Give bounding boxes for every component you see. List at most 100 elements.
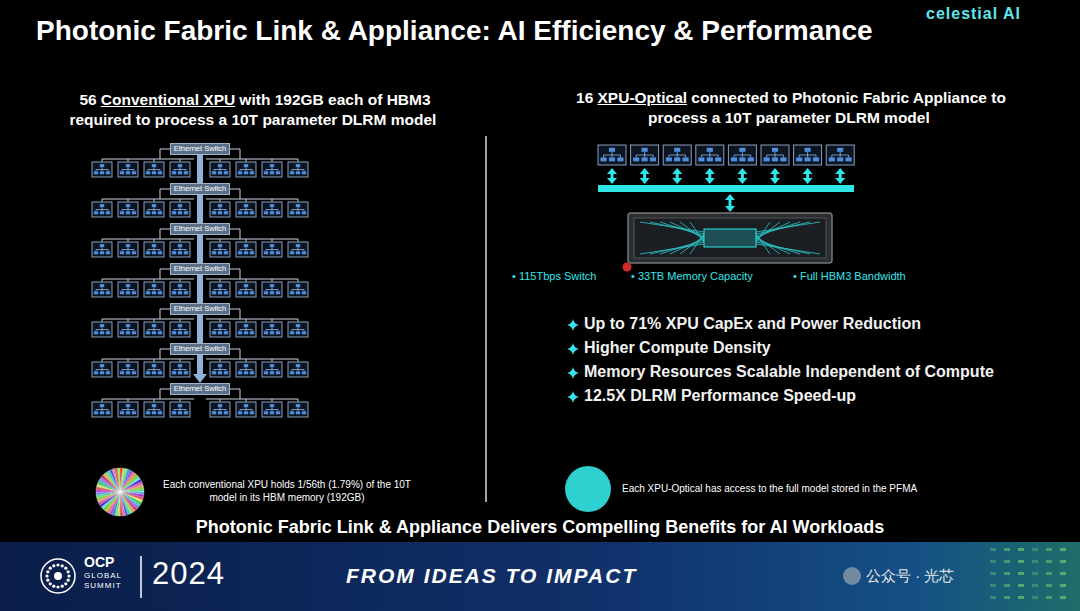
- artwork-stroke: [120, 487, 144, 492]
- artwork-stroke: [288, 202, 308, 217]
- artwork-stroke: [230, 189, 240, 190]
- switch-box: Ethernet Switch: [170, 223, 230, 235]
- backbone-arrow: [200, 275, 201, 303]
- artwork-stroke: [96, 492, 120, 497]
- artwork-stroke: [146, 251, 150, 254]
- artwork-stroke: [148, 367, 160, 371]
- artwork-stroke: [270, 291, 274, 294]
- artwork-stroke: [276, 371, 280, 374]
- artwork-stroke: [288, 402, 308, 417]
- artwork-stroke: [236, 282, 256, 297]
- artwork-stroke: [132, 331, 136, 334]
- artwork-stroke: [270, 204, 274, 207]
- artwork-stroke: [604, 152, 621, 158]
- artwork-stroke: [178, 404, 182, 407]
- artwork-stroke: [296, 404, 300, 407]
- artwork-stroke: [244, 204, 248, 207]
- artwork-stroke: [122, 367, 134, 371]
- artwork-stroke: [184, 331, 188, 334]
- artwork-stroke: [94, 251, 98, 254]
- artwork-stroke: [826, 145, 854, 165]
- artwork-stroke: [607, 168, 617, 174]
- heading-block: 16XPU-Opticalconnected to Photonic Fabri…: [562, 88, 1020, 128]
- artwork-stroke: [100, 204, 104, 207]
- artwork-stroke: [218, 291, 222, 294]
- artwork-stroke: [172, 211, 176, 214]
- artwork-stroke: [240, 367, 252, 371]
- logo-text: celestial AI: [926, 5, 1021, 23]
- artwork-stroke: [160, 349, 161, 359]
- artwork-stroke: [705, 168, 715, 174]
- artwork-stroke: [126, 164, 130, 167]
- artwork-stroke: [250, 371, 254, 374]
- arrow-shaft: [197, 195, 203, 223]
- artwork-stroke: [158, 371, 162, 374]
- artwork-stroke: [276, 291, 280, 294]
- artwork-stroke: [302, 331, 306, 334]
- artwork-stroke: [158, 251, 162, 254]
- artwork-stroke: [152, 324, 156, 327]
- artwork-stroke: [607, 178, 617, 184]
- artwork-stroke: [178, 291, 182, 294]
- artwork-stroke: [244, 331, 248, 334]
- artwork-stroke: [290, 411, 294, 414]
- artwork-stroke: [1004, 560, 1010, 563]
- artwork-stroke: [290, 171, 294, 174]
- artwork-stroke: [296, 364, 300, 367]
- artwork-stroke: [302, 411, 306, 414]
- artwork-stroke: [158, 411, 162, 414]
- artwork-stroke: [715, 157, 721, 161]
- artwork-stroke: [805, 148, 811, 152]
- artwork-stroke: [92, 322, 112, 337]
- artwork-stroke: [1004, 596, 1010, 599]
- artwork-stroke: [1046, 548, 1052, 551]
- artwork-stroke: [230, 349, 240, 350]
- artwork-stroke: [290, 251, 294, 254]
- backbone-arrow: [200, 235, 201, 263]
- artwork-stroke: [244, 164, 248, 167]
- artwork-stroke: [146, 211, 150, 214]
- artwork-stroke: [240, 167, 252, 171]
- switch-label: Ethernet Switch: [174, 345, 227, 353]
- artwork-stroke: [224, 411, 228, 414]
- year-text: 2024: [152, 556, 225, 592]
- artwork-stroke: [262, 162, 282, 177]
- artwork-stroke: [296, 251, 300, 254]
- artwork-stroke: [224, 331, 228, 334]
- artwork-stroke: [120, 371, 124, 374]
- artwork-stroke: [56, 563, 59, 566]
- artwork-stroke: [126, 404, 130, 407]
- artwork-stroke: [218, 204, 222, 207]
- artwork-stroke: [212, 171, 216, 174]
- artwork-stroke: [120, 489, 144, 492]
- artwork-stroke: [212, 411, 216, 414]
- artwork-stroke: [1046, 596, 1052, 599]
- artwork-stroke: [292, 287, 304, 291]
- arrow-shaft: [197, 355, 203, 375]
- slide-title: Photonic Fabric Link & Appliance: AI Eff…: [36, 14, 873, 48]
- artwork-stroke: [288, 322, 308, 337]
- artwork-stroke: [46, 570, 49, 573]
- artwork-stroke: [756, 222, 820, 254]
- artwork-stroke: [837, 148, 843, 152]
- artwork-stroke: [224, 251, 228, 254]
- artwork-stroke: [696, 145, 724, 165]
- artwork-stroke: [117, 468, 120, 492]
- artwork-stroke: [160, 309, 170, 310]
- artwork-stroke: [264, 371, 268, 374]
- artwork-stroke: [846, 157, 852, 161]
- artwork-stroke: [120, 411, 124, 414]
- artwork-stroke: [214, 207, 226, 211]
- artwork-stroke: [1060, 572, 1066, 575]
- artwork-stroke: [160, 149, 161, 159]
- artwork-stroke: [803, 168, 813, 174]
- artwork-stroke: [152, 211, 156, 214]
- artwork-stroke: [288, 162, 308, 177]
- artwork-stroke: [701, 152, 718, 158]
- artwork-stroke: [118, 402, 138, 417]
- artwork-stroke: [296, 164, 300, 167]
- artwork-stroke: [170, 282, 190, 297]
- artwork-stroke: [56, 585, 59, 588]
- artwork-stroke: [214, 327, 226, 331]
- wechat-icon: [843, 567, 861, 585]
